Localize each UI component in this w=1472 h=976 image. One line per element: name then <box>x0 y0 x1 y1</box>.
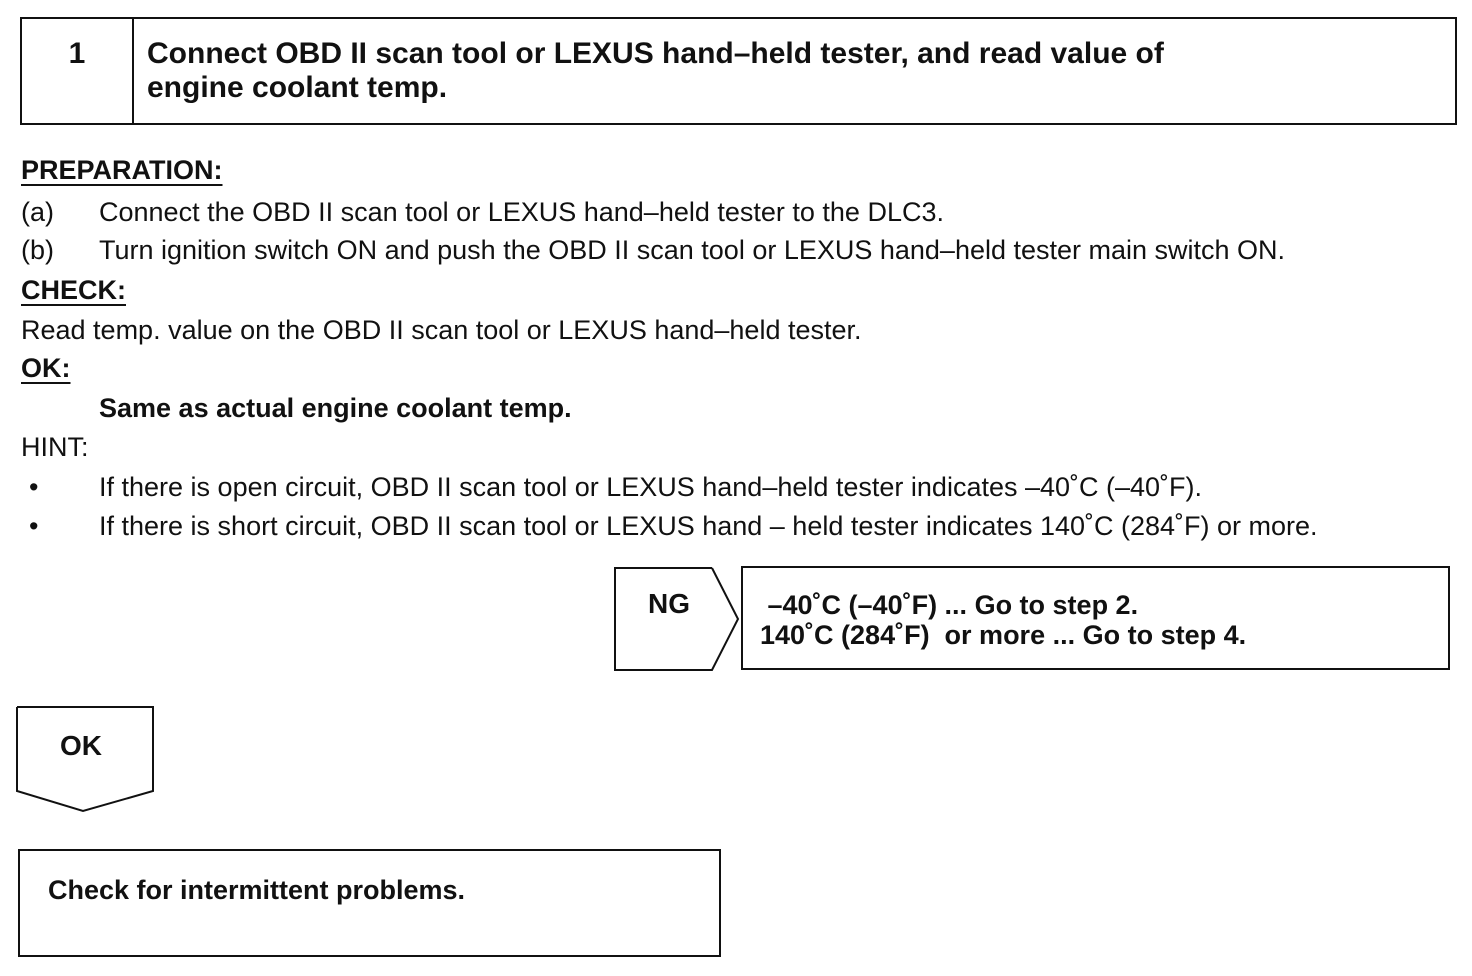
hint-bullet-2-text: If there is short circuit, OBD II scan t… <box>99 511 1318 541</box>
ng-result-box: –40˚C (–40˚F) ... Go to step 2. 140˚C (2… <box>741 566 1450 670</box>
step-header-box: 1 Connect OBD II scan tool or LEXUS hand… <box>20 17 1457 125</box>
ok-result-text: Check for intermittent problems. <box>48 875 466 905</box>
ng-result-line-2: 140˚C (284˚F) or more ... Go to step 4. <box>760 620 1247 650</box>
preparation-heading: PREPARATION: <box>21 155 223 185</box>
ng-result-line-1: –40˚C (–40˚F) ... Go to step 2. <box>760 590 1139 620</box>
check-heading: CHECK: <box>21 275 126 305</box>
hint-bullet-2: • If there is short circuit, OBD II scan … <box>21 510 1318 542</box>
ng-label: NG <box>648 588 690 619</box>
bullet-icon: • <box>29 511 39 541</box>
bullet-icon: • <box>29 472 39 502</box>
hint-heading: HINT: <box>21 432 89 462</box>
step-title: Connect OBD II scan tool or LEXUS hand–h… <box>147 37 1164 104</box>
ng-arrow-icon <box>614 567 740 671</box>
preparation-item-a: (a) Connect the OBD II scan tool or LEXUS… <box>21 196 944 228</box>
preparation-item-b: (b) Turn ignition switch ON and push the … <box>21 234 1285 266</box>
ok-label: OK <box>60 730 102 761</box>
check-text: Read temp. value on the OBD II scan tool… <box>21 315 862 345</box>
step-number: 1 <box>22 19 134 123</box>
hint-bullet-1: • If there is open circuit, OBD II scan t… <box>21 471 1202 503</box>
ok-heading: OK: <box>21 353 71 383</box>
ok-arrow-icon <box>16 706 154 813</box>
preparation-item-b-text: Turn ignition switch ON and push the OBD… <box>99 235 1286 265</box>
preparation-item-a-text: Connect the OBD II scan tool or LEXUS ha… <box>99 197 944 227</box>
ok-result-box: Check for intermittent problems. <box>18 849 721 957</box>
ok-criteria: Same as actual engine coolant temp. <box>99 393 572 423</box>
preparation-item-a-label: (a) <box>21 197 54 227</box>
preparation-item-b-label: (b) <box>21 235 54 265</box>
hint-bullet-1-text: If there is open circuit, OBD II scan to… <box>99 472 1203 502</box>
